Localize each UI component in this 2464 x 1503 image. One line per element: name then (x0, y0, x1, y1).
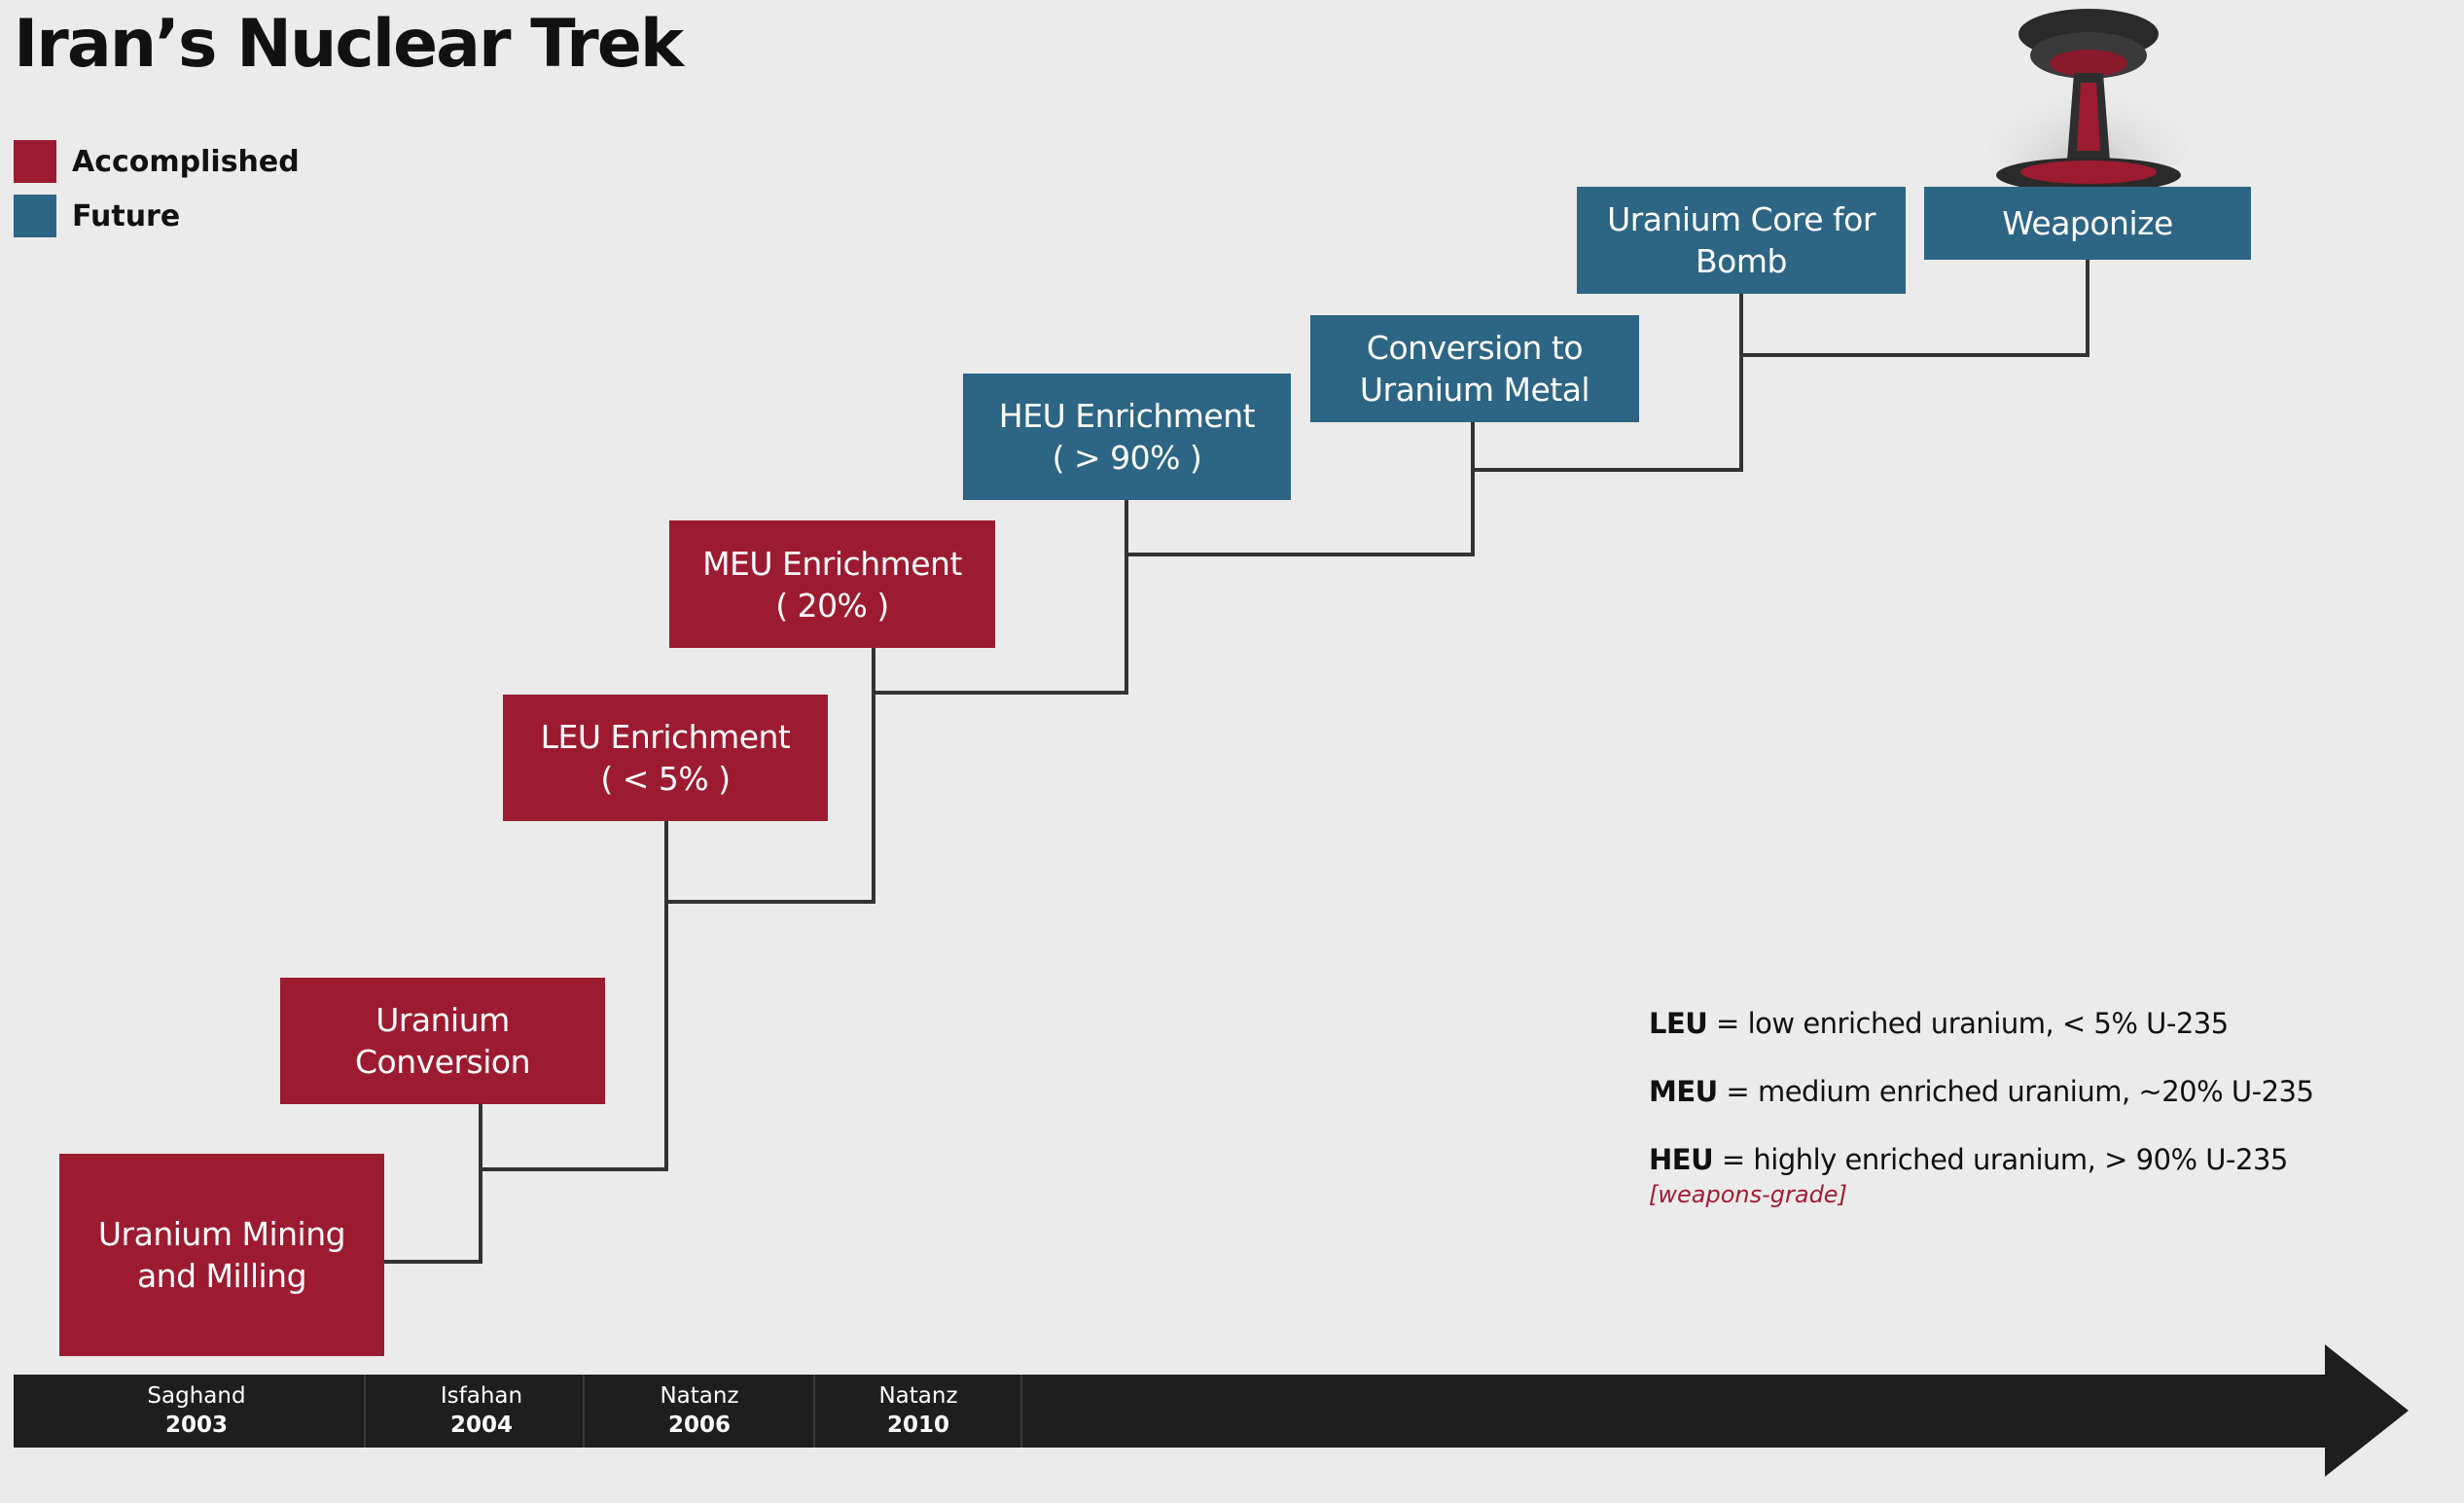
step-weaponize: Weaponize (1924, 187, 2251, 260)
step-heu-enrichment: HEU Enrichment ( > 90% ) (963, 374, 1291, 500)
glossary-heu: HEU = highly enriched uranium, > 90% U-2… (1649, 1143, 2288, 1176)
timeline-place: Natanz (878, 1383, 958, 1409)
glossary-meu: MEU = medium enriched uranium, ~20% U-23… (1649, 1075, 2314, 1108)
glossary-definition: = highly enriched uranium, > 90% U-235 (1713, 1143, 2289, 1176)
legend-label: Accomplished (72, 144, 300, 179)
step-label: Conversion (354, 1043, 531, 1081)
connector-2 (481, 820, 668, 1171)
legend-item-accomplished: Accomplished (14, 140, 300, 183)
legend-label: Future (72, 198, 181, 233)
legend-swatch-future (14, 195, 56, 237)
connector-6 (1473, 292, 1743, 472)
step-conversion-to-uranium-metal: Conversion to Uranium Metal (1310, 315, 1639, 422)
connector-3 (666, 647, 875, 904)
timeline-year: 2006 (667, 1413, 731, 1438)
page-title: Iran’s Nuclear Trek (14, 6, 684, 83)
step-label: Uranium (375, 1001, 510, 1039)
step-uranium-mining-and-milling: Uranium Mining and Milling (59, 1154, 384, 1356)
step-label: Weaponize (2002, 204, 2173, 242)
timeline-year: 2004 (449, 1413, 513, 1438)
timeline-tick: Natanz 2006 (588, 1381, 811, 1440)
step-label: ( < 5% ) (600, 760, 731, 798)
step-label: Uranium Metal (1359, 371, 1590, 409)
connector-7 (1741, 259, 2089, 357)
mushroom-cloud-icon (1980, 9, 2197, 195)
glossary-term: LEU (1649, 1007, 1708, 1040)
step-uranium-core-for-bomb: Uranium Core for Bomb (1577, 187, 1906, 294)
glossary-definition: = medium enriched uranium, ~20% U-235 (1717, 1075, 2314, 1108)
step-label: Uranium Core for (1607, 200, 1875, 238)
step-leu-enrichment: LEU Enrichment ( < 5% ) (503, 695, 828, 821)
step-label: and Milling (136, 1257, 307, 1295)
connector-1 (382, 1101, 482, 1264)
step-label: HEU Enrichment (998, 397, 1256, 435)
step-label: ( > 90% ) (1052, 439, 1202, 477)
legend-swatch-accomplished (14, 140, 56, 183)
timeline-year: 2010 (886, 1413, 949, 1438)
timeline-tick: Isfahan 2004 (370, 1381, 593, 1440)
step-label: Conversion to (1366, 329, 1584, 367)
glossary-leu: LEU = low enriched uranium, < 5% U-235 (1649, 1007, 2229, 1040)
step-meu-enrichment: MEU Enrichment ( 20% ) (669, 520, 995, 648)
timeline-tick: Saghand 2003 (85, 1381, 308, 1440)
step-uranium-conversion: Uranium Conversion (280, 978, 605, 1104)
legend-item-future: Future (14, 195, 180, 237)
step-label: Bomb (1696, 242, 1787, 280)
glossary-term: MEU (1649, 1075, 1718, 1108)
timeline-place: Natanz (660, 1383, 739, 1409)
connector-5 (1126, 420, 1475, 556)
step-label: ( 20% ) (775, 586, 889, 625)
timeline-place: Saghand (147, 1383, 246, 1409)
step-label: LEU Enrichment (540, 718, 791, 756)
step-label: Uranium Mining (97, 1215, 346, 1253)
timeline-tick: Natanz 2010 (806, 1381, 1030, 1440)
glossary-note: [weapons-grade] (1649, 1181, 1847, 1208)
timeline-place: Isfahan (440, 1383, 523, 1409)
glossary-term: HEU (1649, 1143, 1714, 1176)
connector-4 (874, 499, 1128, 695)
timeline-year: 2003 (164, 1413, 228, 1438)
step-label: MEU Enrichment (702, 544, 962, 583)
glossary-definition: = low enriched uranium, < 5% U-235 (1707, 1007, 2229, 1040)
